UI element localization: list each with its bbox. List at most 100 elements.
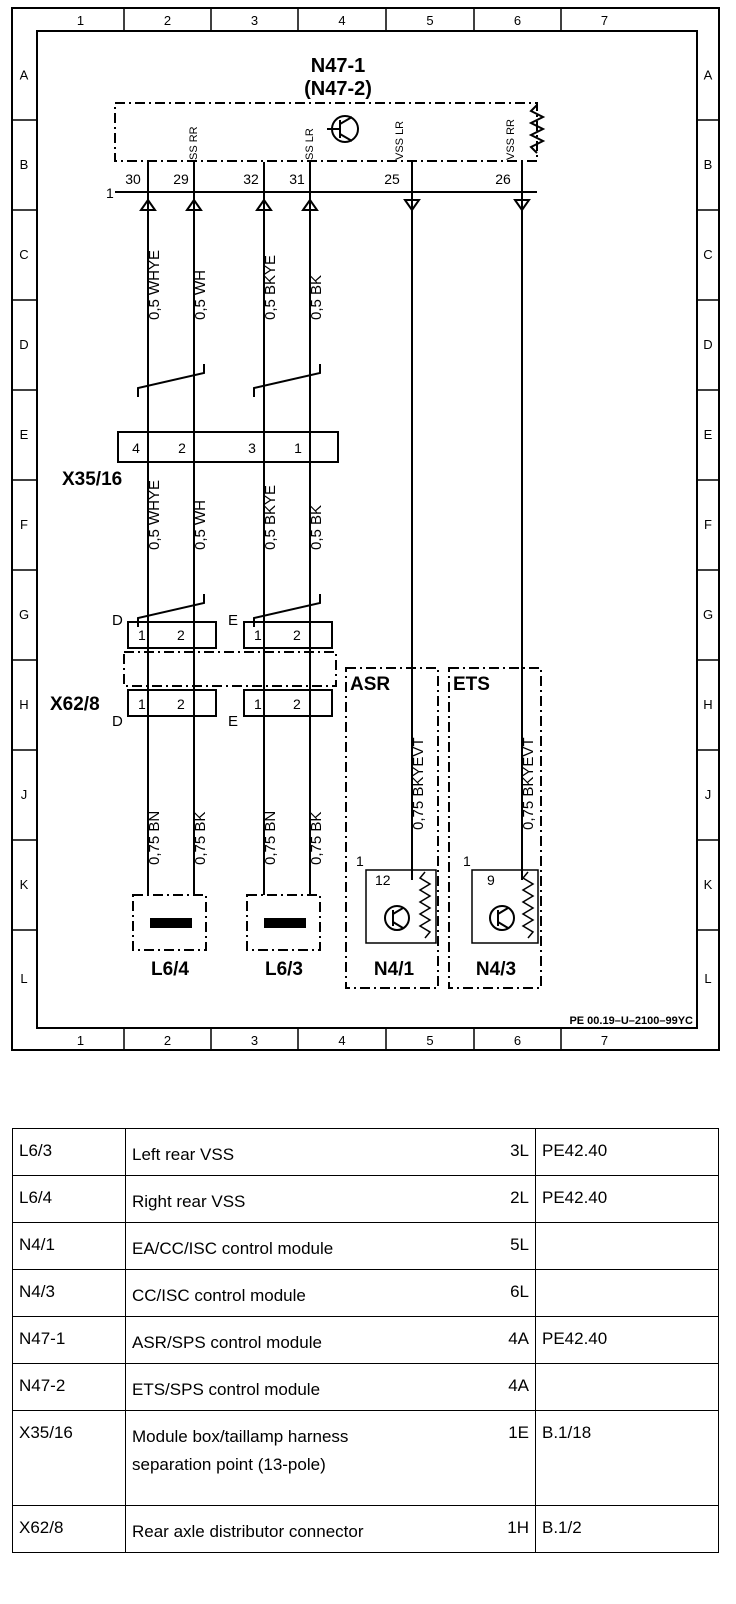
grid-label: 1 [77, 13, 84, 28]
grid-label: 1 [77, 1033, 84, 1048]
transistor-icon [327, 115, 359, 143]
pin-signal-label: SS LR [304, 128, 316, 160]
wires [147, 162, 523, 895]
resistor-icon [521, 871, 535, 939]
grid-label: 2 [164, 1033, 171, 1048]
legend-description-line: Left rear VSS [132, 1145, 235, 1164]
resistor-icon [418, 871, 432, 939]
legend-reference: PE42.40 [535, 1175, 719, 1223]
grid-label: J [705, 787, 712, 802]
legend-grid-coordinate: 1E [485, 1410, 536, 1506]
transistor-icon [384, 905, 410, 931]
connector-pin: 3 [248, 440, 256, 456]
module-pins: 30 29 32 31 25 26 SS RR SS LR VSS LR VSS… [125, 119, 517, 187]
transistor-icon [489, 905, 515, 931]
sensor-l6-3 [246, 894, 321, 951]
connector-pin: 1 [254, 696, 262, 712]
grid-label: 2 [164, 13, 171, 28]
wire-label: 0,75 BK [308, 812, 325, 865]
wire-label: 0,5 WH [192, 500, 209, 550]
legend-description: Left rear VSS [125, 1128, 485, 1176]
legend-grid-coordinate: 1H [485, 1505, 536, 1553]
pin-number: 26 [495, 171, 511, 187]
ref-mark: 1 [463, 853, 471, 869]
legend-code: L6/4 [12, 1175, 126, 1223]
connector-pin: 1 [138, 696, 146, 712]
grid-label: 3 [251, 13, 258, 28]
legend-description: Rear axle distributor connector [125, 1505, 485, 1553]
legend-reference: PE42.40 [535, 1316, 719, 1364]
grid-label: 7 [601, 13, 608, 28]
legend-grid-coordinate: 3L [485, 1128, 536, 1176]
grid-label: G [19, 607, 29, 622]
connector-pin: 2 [177, 627, 185, 643]
connector-group-label: D [112, 612, 123, 629]
signal-arrows [139, 198, 531, 212]
grid-label: A [20, 68, 29, 83]
grid-label: A [704, 68, 713, 83]
legend-description-line: EA/CC/ISC control module [132, 1239, 334, 1258]
pin-signal-label: VSS RR [505, 119, 517, 160]
grid-label: L [20, 971, 27, 986]
legend-description: EA/CC/ISC control module [125, 1222, 485, 1270]
legend-description: ETS/SPS control module [125, 1363, 485, 1411]
sensor-label: L6/4 [151, 959, 189, 980]
legend-description-line: CC/ISC control module [132, 1286, 306, 1305]
legend-description-line: ETS/SPS control module [132, 1380, 321, 1399]
ets-title: ETS [453, 674, 490, 695]
ets-label: N4/3 [476, 959, 516, 980]
grid-label: 4 [338, 1033, 345, 1048]
wire-label: 0,75 BN [146, 811, 163, 865]
connector-x35-label: X35/16 [62, 469, 122, 490]
asr-box [345, 667, 439, 989]
asr-label: N4/1 [374, 959, 415, 980]
connector-x62 [123, 621, 337, 717]
wire-label: 0,5 WHYE [146, 250, 163, 320]
module-title-alt: (N47-2) [304, 78, 372, 100]
coil-icon [264, 918, 306, 928]
legend-grid-coordinate: 6L [485, 1269, 536, 1317]
pin-signal-label: SS RR [188, 126, 200, 160]
legend-description-line: Module box/taillamp harness [132, 1427, 349, 1446]
connector-x62-label: X62/8 [50, 694, 100, 715]
wire-label: 0,5 WH [192, 270, 209, 320]
grid-label: H [19, 697, 28, 712]
legend-description-line: Right rear VSS [132, 1192, 246, 1211]
sensor-label: L6/3 [265, 959, 303, 980]
connector-pin: 2 [177, 696, 185, 712]
wire-label: 0,75 BN [262, 811, 279, 865]
module-ref-mark: 1 [106, 185, 114, 201]
outer-frame [11, 7, 720, 1051]
wire-label: 0,75 BKYEVT [410, 737, 427, 830]
pin-number: 25 [384, 171, 400, 187]
grid-label: 6 [514, 1033, 521, 1048]
pin-number: 9 [487, 872, 495, 888]
legend-reference: PE42.40 [535, 1128, 719, 1176]
resistor-icon [528, 104, 546, 154]
connector-pin: 2 [293, 696, 301, 712]
legend-reference [535, 1269, 719, 1317]
wire-label: 0,5 BKYE [262, 485, 279, 550]
legend-reference: B.1/2 [535, 1505, 719, 1553]
connector-pin: 1 [294, 440, 302, 456]
legend-description-line: ASR/SPS control module [132, 1333, 322, 1352]
connector-x35-box [117, 431, 339, 463]
grid-label: F [20, 517, 28, 532]
legend-description: Right rear VSS [125, 1175, 485, 1223]
legend-code: N47-1 [12, 1316, 126, 1364]
grid-label: 5 [426, 1033, 433, 1048]
grid-label: C [19, 247, 28, 262]
connector-group-label: D [112, 713, 123, 730]
grid-label: 6 [514, 13, 521, 28]
legend-code: L6/3 [12, 1128, 126, 1176]
